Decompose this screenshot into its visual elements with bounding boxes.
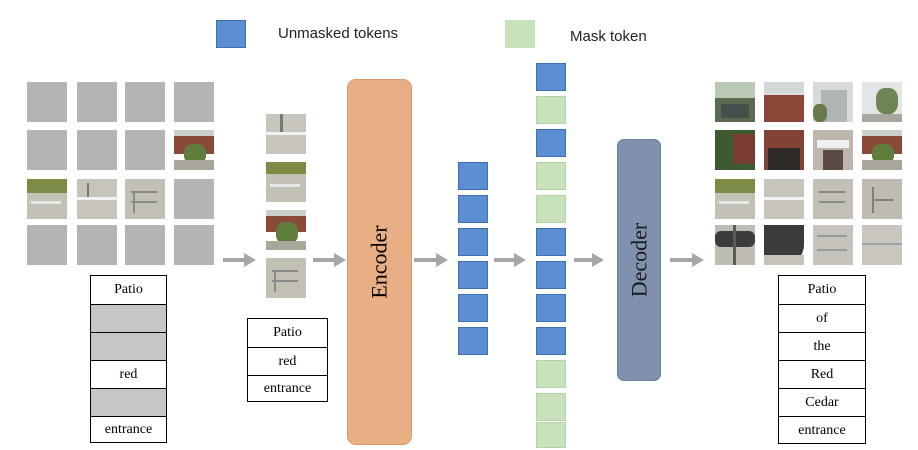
masked-patch [27,225,67,265]
output-word-cell: Patio [807,282,837,297]
unmasked-token [536,129,566,157]
reconstructed-image-patch [715,130,755,170]
masked-patch [77,130,117,170]
unmasked-token [536,261,566,289]
reconstructed-image-patch [862,179,902,219]
masked-patch [125,82,165,122]
visible-image-patch [174,130,214,170]
output-word-cell: Red [779,360,865,388]
reconstructed-image-patch [813,225,853,265]
visible-image-patch [27,179,67,219]
visible-word-table: Patio red entrance [247,318,328,402]
visible-image-patch [125,179,165,219]
reconstructed-image-patch [862,82,902,122]
masked-patch [77,225,117,265]
output-word-cell: entrance [779,416,865,444]
unmasked-tokens-label: Unmasked tokens [278,25,399,42]
mask-token [536,195,566,223]
reconstructed-image-patch [764,82,804,122]
unmasked-token [458,195,488,223]
mask-token [536,96,566,124]
reconstructed-image-patch [764,179,804,219]
reconstructed-image-patch [715,82,755,122]
mask-token-label: Mask token [570,28,647,45]
reconstructed-image-patch [813,130,853,170]
input-word-cell: red [91,360,166,388]
visible-image-patch [77,179,117,219]
masked-patch [27,82,67,122]
unmasked-token [536,228,566,256]
reconstructed-image-patch [862,130,902,170]
masked-patch [174,225,214,265]
decoder-block: Decoder [617,139,661,381]
reconstructed-image-patch [813,179,853,219]
encoder-label: Encoder [366,225,392,299]
reconstructed-image-patch [862,225,902,265]
masked-patch [174,82,214,122]
unmasked-token [458,327,488,355]
encoder-block: Encoder [347,79,412,445]
unmasked-token [536,327,566,355]
mask-token [536,162,566,190]
visible-word-cell: Patio [273,325,302,340]
mask-token [536,360,566,388]
visible-image-patch [266,114,306,154]
unmasked-token [458,228,488,256]
visible-image-patch [266,210,306,250]
masked-word-cell [91,332,166,360]
output-word-cell: the [779,332,865,360]
unmasked-token [458,162,488,190]
masked-patch [125,130,165,170]
masked-word-cell [91,304,166,332]
unmasked-token [458,261,488,289]
input-word-cell: entrance [91,416,166,443]
masked-patch [174,179,214,219]
masked-word-cell [91,388,166,416]
output-word-cell: of [779,304,865,332]
visible-image-patch [266,258,306,298]
unmasked-token-swatch [216,20,246,48]
visible-word-cell: entrance [248,375,327,402]
output-word-cell: Cedar [779,388,865,416]
mask-token [536,393,566,421]
mask-token [536,422,566,448]
visible-word-cell: red [248,347,327,375]
reconstructed-image-patch [715,225,755,265]
unmasked-token [536,63,566,91]
reconstructed-image-patch [715,179,755,219]
input-word-table: Patio red entrance [90,275,167,443]
masked-patch [27,130,67,170]
decoder-label: Decoder [626,222,652,298]
input-word-cell: Patio [114,282,143,297]
reconstructed-image-patch [813,82,853,122]
mask-token-swatch [505,20,535,48]
output-word-table: Patio of the Red Cedar entrance [778,275,866,444]
unmasked-token [458,294,488,322]
masked-patch [125,225,165,265]
unmasked-token [536,294,566,322]
reconstructed-image-patch [764,225,804,265]
visible-image-patch [266,162,306,202]
masked-patch [77,82,117,122]
reconstructed-image-patch [764,130,804,170]
